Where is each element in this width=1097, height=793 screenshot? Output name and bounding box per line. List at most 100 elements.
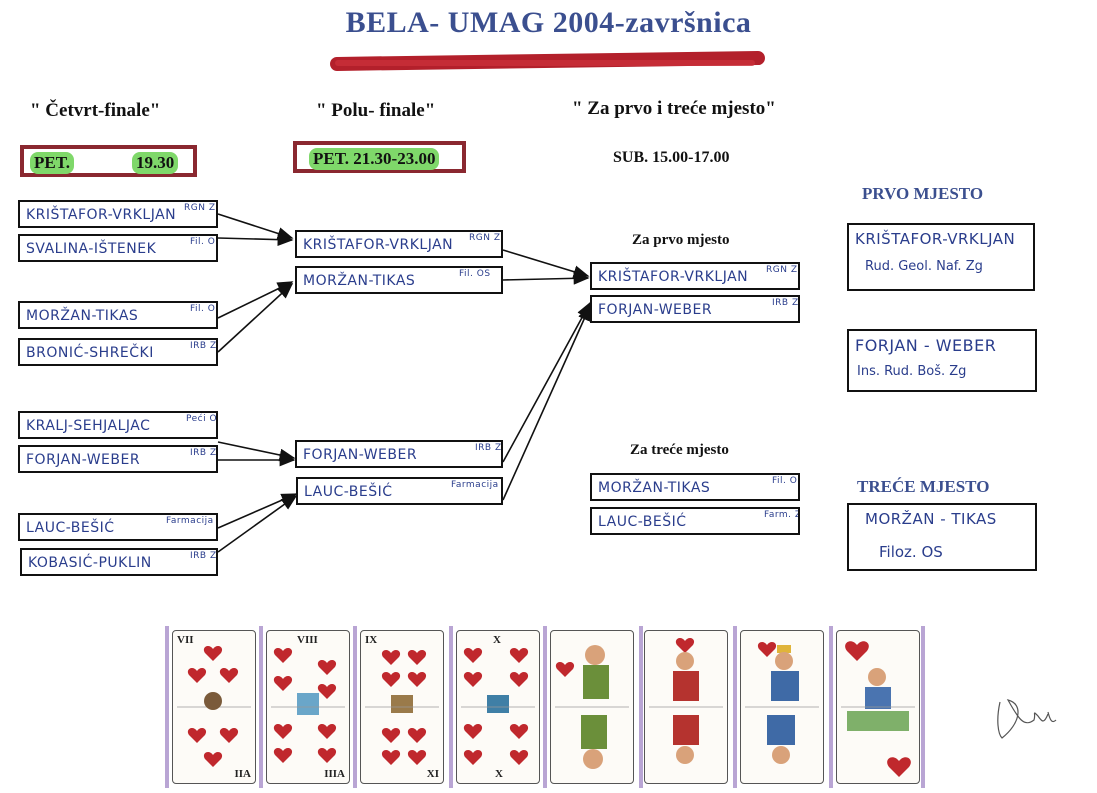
quarterfinal-team-2: SVALINA-IŠTENEK Fil. OS xyxy=(18,234,218,262)
quarterfinal-team-7: LAUC-BEŠIĆ Farmacija Zg xyxy=(18,513,218,541)
face-card-figure-icon xyxy=(745,642,819,764)
team-club: Fil. OS xyxy=(772,476,798,486)
final-first-label: Za prvo mjesto xyxy=(632,232,730,248)
second-place-team: FORJAN - WEBER xyxy=(855,336,997,355)
team-name: FORJAN-WEBER xyxy=(598,302,713,318)
team-name: KRALJ-SEHJALJAC xyxy=(26,418,151,434)
card-separator xyxy=(639,626,643,788)
card-rank: VIII xyxy=(297,634,318,646)
team-name: MORŽAN-TIKAS xyxy=(598,480,711,496)
second-place-box: FORJAN - WEBER Ins. Rud. Boš. Zg xyxy=(847,329,1037,392)
team-name: LAUC-BEŠIĆ xyxy=(598,514,687,530)
final-third-team-2: LAUC-BEŠIĆ Farm. Zg xyxy=(590,507,800,535)
card-rank-bottom: IIIA xyxy=(324,768,345,780)
final-header: " Za prvo i treće mjesto" xyxy=(572,98,776,119)
heart-icon xyxy=(271,648,345,763)
card-rank-bottom: IIA xyxy=(234,768,251,780)
card-rank: VII xyxy=(177,634,194,646)
team-club: Fil. OS xyxy=(190,304,216,314)
bracket-connectors xyxy=(217,213,591,553)
quarterfinal-time-box: PET. 19.30 xyxy=(20,145,197,177)
card-rank: X xyxy=(493,634,501,646)
team-club: Farmacija Zg xyxy=(451,480,501,490)
face-card-figure-icon xyxy=(555,645,629,769)
semifinal-team-1: KRIŠTAFOR-VRKLJAN RGN Zg xyxy=(295,230,503,258)
semifinal-time-box: PET. 21.30-23.00 xyxy=(293,141,466,173)
card-nine-hearts: IX XI xyxy=(360,630,444,784)
card-ten-hearts: X X xyxy=(456,630,540,784)
team-club: RGN Zg xyxy=(184,203,218,213)
card-rank-bottom: XI xyxy=(426,768,439,780)
quarterfinal-team-3: MORŽAN-TIKAS Fil. OS xyxy=(18,301,218,329)
team-club: Farm. Zg xyxy=(764,510,798,520)
team-name: MORŽAN-TIKAS xyxy=(26,308,139,324)
heart-icon xyxy=(461,648,535,765)
team-club: Fil. OS xyxy=(190,237,216,247)
team-name: LAUC-BEŠIĆ xyxy=(26,520,115,536)
card-separator xyxy=(259,626,263,788)
card-separator xyxy=(733,626,737,788)
team-club: Peći OS xyxy=(186,414,218,424)
third-place-detail: Filoz. OS xyxy=(879,543,943,561)
title-underline-brush-inner xyxy=(335,60,755,66)
team-name: KRIŠTAFOR-VRKLJAN xyxy=(26,207,177,223)
third-place-heading: TREĆE MJESTO xyxy=(857,477,990,496)
semifinal-header: " Polu- finale" xyxy=(316,100,436,121)
team-name: KOBASIĆ-PUKLIN xyxy=(28,555,152,571)
semifinal-team-4: LAUC-BEŠIĆ Farmacija Zg xyxy=(296,477,503,505)
card-king-hearts xyxy=(740,630,824,784)
heart-icon xyxy=(177,646,251,767)
heart-icon xyxy=(841,641,915,777)
team-club: IRB Zg xyxy=(190,341,217,351)
team-club: IRB Zg xyxy=(190,551,217,561)
third-place-team: MORŽAN - TIKAS xyxy=(865,510,997,528)
heart-icon xyxy=(365,650,439,765)
playing-cards-strip: VII IIA VIII IIIA xyxy=(165,626,925,788)
card-rank: IX xyxy=(365,634,378,646)
team-club: IRB Zg xyxy=(190,448,217,458)
team-name: FORJAN-WEBER xyxy=(26,452,141,468)
second-place-detail: Ins. Rud. Boš. Zg xyxy=(857,364,967,379)
quarterfinal-header: " Četvrt-finale" xyxy=(30,100,161,121)
semifinal-team-2: MORŽAN-TIKAS Fil. OS xyxy=(295,266,503,294)
page-title: BELA- UMAG 2004-završnica xyxy=(345,6,752,39)
card-separator xyxy=(165,626,169,788)
team-name: MORŽAN-TIKAS xyxy=(303,273,416,289)
signature xyxy=(997,699,1057,739)
quarterfinal-day: PET. xyxy=(30,152,75,174)
quarterfinal-team-8: KOBASIĆ-PUKLIN IRB Zg xyxy=(20,548,218,576)
first-place-box: KRIŠTAFOR-VRKLJAN Rud. Geol. Naf. Zg xyxy=(847,223,1035,291)
first-place-detail: Rud. Geol. Naf. Zg xyxy=(865,259,983,274)
team-club: RGN Zg xyxy=(766,265,800,275)
team-club: Fil. OS xyxy=(459,269,491,279)
quarterfinal-team-5: KRALJ-SEHJALJAC Peći OS xyxy=(18,411,218,439)
quarterfinal-time: 19.30 xyxy=(132,152,179,174)
final-time: SUB. 15.00-17.00 xyxy=(613,149,730,166)
team-name: BRONIĆ-SHREČKI xyxy=(26,345,154,361)
card-separator xyxy=(449,626,453,788)
card-separator xyxy=(921,626,925,788)
team-club: Farmacija Zg xyxy=(166,516,216,526)
first-place-team: KRIŠTAFOR-VRKLJAN xyxy=(855,230,1016,248)
quarterfinal-team-1: KRIŠTAFOR-VRKLJAN RGN Zg xyxy=(18,200,218,228)
card-ace-hearts xyxy=(836,630,920,784)
card-separator xyxy=(543,626,547,788)
team-club: RGN Zg xyxy=(469,233,503,243)
face-card-figure-icon xyxy=(649,638,723,764)
first-place-heading: PRVO MJESTO xyxy=(862,184,984,203)
team-club: IRB Zg xyxy=(772,298,799,308)
card-eight-hearts: VIII IIIA xyxy=(266,630,350,784)
card-seven-hearts: VII IIA xyxy=(172,630,256,784)
card-separator xyxy=(829,626,833,788)
card-over-hearts xyxy=(644,630,728,784)
team-name: KRIŠTAFOR-VRKLJAN xyxy=(303,237,454,253)
final-first-team-1: KRIŠTAFOR-VRKLJAN RGN Zg xyxy=(590,262,800,290)
semifinal-team-3: FORJAN-WEBER IRB Zg xyxy=(295,440,503,468)
card-rank-bottom: X xyxy=(495,768,503,780)
semifinal-time: PET. 21.30-23.00 xyxy=(309,148,440,170)
final-third-team-1: MORŽAN-TIKAS Fil. OS xyxy=(590,473,800,501)
team-club: IRB Zg xyxy=(475,443,502,453)
card-separator xyxy=(353,626,357,788)
team-name: FORJAN-WEBER xyxy=(303,447,418,463)
third-place-box: MORŽAN - TIKAS Filoz. OS xyxy=(847,503,1037,571)
